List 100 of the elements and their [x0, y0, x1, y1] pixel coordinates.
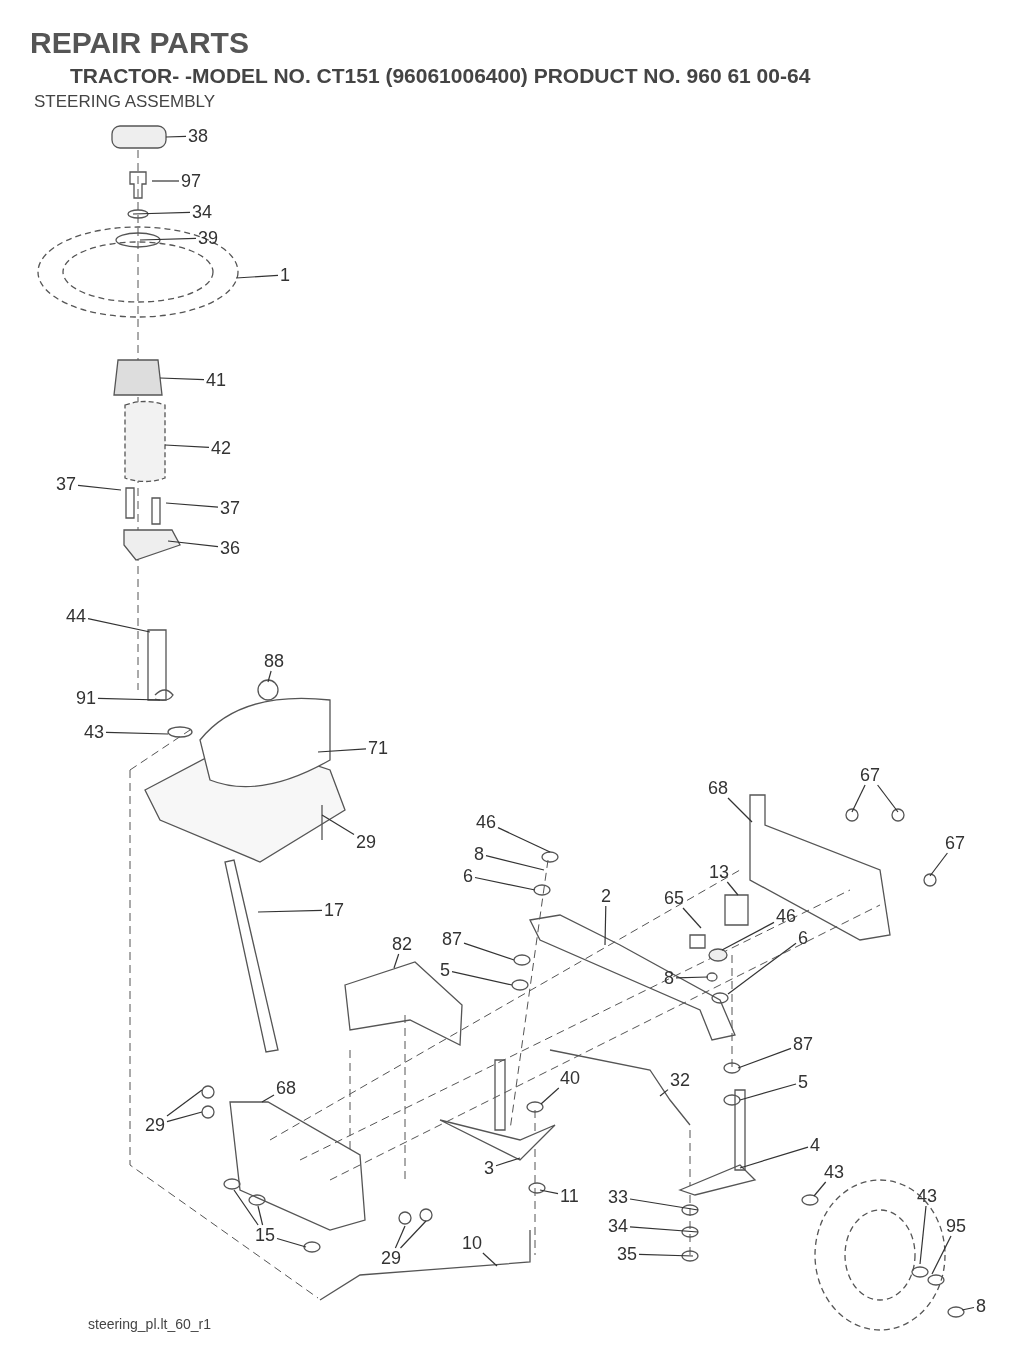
- leader-line: [638, 1253, 694, 1257]
- leader-line: [399, 1220, 427, 1249]
- callout-number: 44: [66, 606, 87, 626]
- callout-number: 43: [824, 1162, 845, 1182]
- callout-number: 68: [708, 778, 729, 798]
- leader-line: [139, 237, 197, 241]
- leader-line: [877, 784, 899, 813]
- leader-line: [235, 274, 279, 279]
- callout-number: 4: [810, 1135, 820, 1155]
- leader-line: [463, 942, 515, 961]
- callout-number: 15: [255, 1225, 276, 1245]
- callout-number: 8: [664, 968, 674, 988]
- leader-line: [540, 1087, 560, 1105]
- callout-number: 68: [276, 1078, 297, 1098]
- callout-number: 71: [368, 738, 389, 758]
- leader-line: [629, 1198, 699, 1211]
- leader-line: [629, 1226, 699, 1233]
- leader-line: [721, 921, 775, 951]
- callout-number: 65: [664, 888, 685, 908]
- callout-number: 36: [220, 538, 241, 558]
- leader-line: [132, 211, 191, 215]
- model-heading: TRACTOR- -MODEL NO. CT151 (96061006400) PRODUCT NO. 960 61 00-64: [70, 64, 811, 88]
- leader-line: [739, 1083, 797, 1101]
- leader-line: [931, 1235, 952, 1275]
- callout-number: 29: [381, 1248, 402, 1268]
- section-heading: STEERING ASSEMBLY: [34, 92, 216, 112]
- leader-line: [164, 444, 210, 448]
- leader-line: [659, 1089, 669, 1097]
- callout-number: 33: [608, 1187, 629, 1207]
- leader-line: [675, 976, 709, 979]
- leader-line: [159, 377, 205, 381]
- leader-line: [497, 827, 551, 853]
- callout-number: 97: [181, 171, 202, 191]
- callout-number: 43: [84, 722, 105, 742]
- leader-line: [394, 1225, 406, 1249]
- leader-line: [482, 1252, 498, 1267]
- callout-number: 38: [188, 126, 209, 146]
- callout-number: 2: [601, 886, 611, 906]
- callout-number: 8: [976, 1296, 986, 1316]
- leader-line: [393, 953, 400, 969]
- leader-line: [604, 905, 607, 946]
- leader-line: [261, 1094, 275, 1103]
- leader-line: [851, 784, 866, 813]
- leader-line: [257, 909, 323, 913]
- leader-line: [929, 852, 948, 877]
- callout-number: 88: [264, 651, 285, 671]
- callout-number: 91: [76, 688, 97, 708]
- callout-number: 82: [392, 934, 413, 954]
- leader-line: [726, 881, 739, 896]
- leader-line: [165, 135, 187, 138]
- callout-number: 13: [709, 862, 730, 882]
- callout-number: 32: [670, 1070, 691, 1090]
- callout-number: 46: [476, 812, 497, 832]
- leader-line: [233, 1189, 259, 1226]
- leader-line: [166, 1111, 203, 1123]
- leader-line: [321, 814, 355, 836]
- callout-number: 67: [860, 765, 881, 785]
- callout-number: 3: [484, 1158, 494, 1178]
- leader-line: [961, 1306, 975, 1311]
- leader-line: [539, 1189, 559, 1195]
- callout-number: 1: [280, 265, 290, 285]
- leader-line: [495, 1157, 521, 1167]
- callout-number: 42: [211, 438, 232, 458]
- callout-number: 34: [608, 1216, 629, 1236]
- leader-line: [727, 942, 797, 995]
- callout-number: 87: [442, 929, 463, 949]
- leader-line: [267, 670, 272, 683]
- callout-number: 46: [776, 906, 797, 926]
- callout-number: 37: [56, 474, 77, 494]
- callout-number: 67: [945, 833, 966, 853]
- leader-line: [317, 748, 367, 753]
- leader-line: [485, 855, 545, 871]
- callout-number: 5: [798, 1072, 808, 1092]
- callout-number: 43: [917, 1186, 938, 1206]
- leader-line: [451, 971, 513, 986]
- leader-line: [257, 1205, 264, 1226]
- callout-number: 17: [324, 900, 345, 920]
- callout-number: 6: [463, 866, 473, 886]
- leader-line: [165, 502, 219, 508]
- leader-line: [151, 180, 180, 182]
- leader-line: [166, 1089, 203, 1117]
- callout-number: 87: [793, 1034, 814, 1054]
- leader-line: [474, 876, 536, 891]
- callout-number: 35: [617, 1244, 638, 1264]
- leader-line: [97, 697, 161, 701]
- page-title: REPAIR PARTS: [30, 26, 249, 60]
- leader-line: [105, 731, 169, 735]
- callout-number: 37: [220, 498, 241, 518]
- leader-line: [737, 1047, 792, 1069]
- leader-line: [276, 1237, 307, 1248]
- callout-number: 6: [798, 928, 808, 948]
- callout-number: 5: [440, 960, 450, 980]
- leader-line: [77, 484, 122, 491]
- leader-line: [813, 1181, 827, 1197]
- callout-number: 29: [145, 1115, 166, 1135]
- callout-number: 39: [198, 228, 219, 248]
- callout-number: 41: [206, 370, 227, 390]
- leader-line: [87, 618, 151, 633]
- callout-number: 34: [192, 202, 213, 222]
- leader-line: [682, 907, 702, 929]
